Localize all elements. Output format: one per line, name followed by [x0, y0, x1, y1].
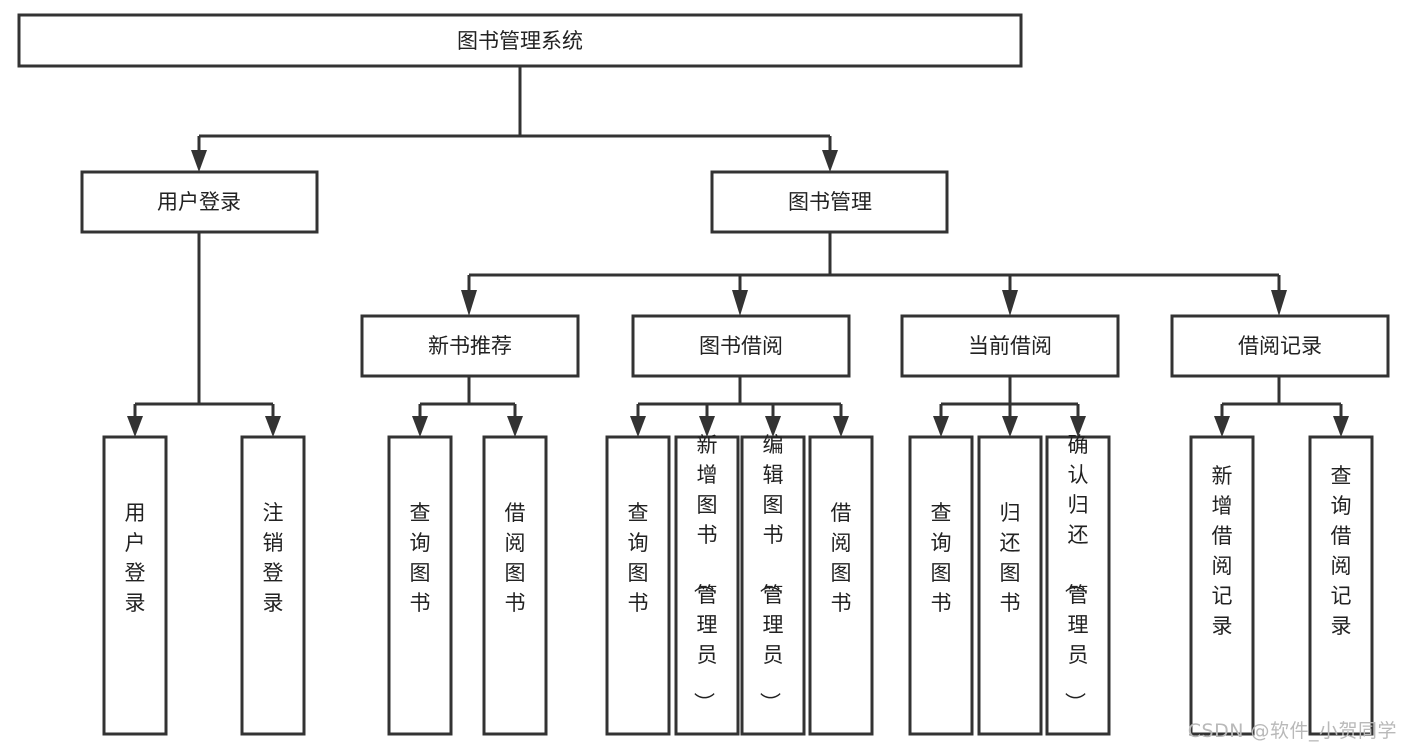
- node-leaf-borrow-book-1-box[interactable]: [482, 435, 548, 736]
- arrow-head-icon: [127, 416, 143, 437]
- node-book-management-box[interactable]: [710, 170, 949, 234]
- node-leaf-return-book-label: 归还图书: [1000, 501, 1021, 615]
- arrow-head-icon: [265, 416, 281, 437]
- node-leaf-return-book-box[interactable]: [977, 435, 1043, 736]
- arrow-head-icon: [822, 150, 838, 172]
- connectors-layer: [127, 66, 1349, 437]
- arrow-head-icon: [833, 416, 849, 437]
- node-leaf-query-book-2-box[interactable]: [605, 435, 671, 736]
- arrow-head-icon: [732, 290, 748, 316]
- node-leaf-add-book-admin-label: 新增图书（管理员）: [692, 433, 718, 713]
- watermark: CSDN @软件_小贺同学: [1187, 720, 1397, 742]
- node-leaf-logout-login[interactable]: 注销登录: [240, 435, 306, 736]
- arrow-head-icon: [507, 416, 523, 437]
- node-leaf-user-login-box[interactable]: [102, 435, 168, 736]
- arrow-head-icon: [699, 416, 715, 437]
- node-current-borrow[interactable]: 当前借阅: [900, 314, 1120, 378]
- node-book-borrow[interactable]: 图书借阅: [631, 314, 851, 378]
- node-leaf-user-login[interactable]: 用户登录: [102, 435, 168, 736]
- node-borrow-record-box[interactable]: [1170, 314, 1390, 378]
- node-leaf-edit-book-admin[interactable]: 编辑图书（管理员）: [740, 433, 806, 736]
- node-book-borrow-box[interactable]: [631, 314, 851, 378]
- arrow-head-icon: [191, 150, 207, 172]
- node-leaf-edit-book-admin-box[interactable]: [740, 435, 806, 736]
- node-leaf-query-book-3-label: 查询图书: [931, 501, 952, 615]
- node-leaf-query-book-1-label: 查询图书: [410, 501, 431, 615]
- arrow-head-icon: [412, 416, 428, 437]
- node-leaf-return-book[interactable]: 归还图书: [977, 435, 1043, 736]
- node-borrow-record[interactable]: 借阅记录: [1170, 314, 1390, 378]
- node-leaf-logout-login-label: 注销登录: [263, 501, 284, 615]
- node-leaf-add-borrow-record-label: 新增借阅记录: [1212, 464, 1233, 638]
- node-book-borrow-label: 图书借阅: [699, 334, 783, 358]
- node-leaf-borrow-book-1[interactable]: 借阅图书: [482, 435, 548, 736]
- node-new-book-recommend-label: 新书推荐: [428, 334, 512, 358]
- node-leaf-add-borrow-record[interactable]: 新增借阅记录: [1189, 435, 1255, 736]
- node-current-borrow-box[interactable]: [900, 314, 1120, 378]
- arrow-head-icon: [1002, 416, 1018, 437]
- node-leaf-query-book-1[interactable]: 查询图书: [387, 435, 453, 736]
- node-leaf-borrow-book-1-label: 借阅图书: [505, 501, 526, 615]
- node-root[interactable]: 图书管理系统: [17, 13, 1023, 68]
- node-leaf-borrow-book-2-box[interactable]: [808, 435, 874, 736]
- node-leaf-edit-book-admin-label: 编辑图书（管理员）: [758, 433, 784, 713]
- node-leaf-confirm-return-admin-box[interactable]: [1045, 435, 1111, 736]
- node-leaf-add-book-admin-box[interactable]: [674, 435, 740, 736]
- node-current-borrow-label: 当前借阅: [968, 334, 1052, 358]
- arrow-head-icon: [461, 290, 477, 316]
- node-new-book-recommend[interactable]: 新书推荐: [360, 314, 580, 378]
- arrow-head-icon: [1002, 290, 1018, 316]
- node-leaf-confirm-return-admin-label: 确认归还（管理员）: [1063, 433, 1089, 713]
- arrow-head-icon: [933, 416, 949, 437]
- node-leaf-query-borrow-record-box[interactable]: [1308, 435, 1374, 736]
- node-book-management[interactable]: 图书管理: [710, 170, 949, 234]
- node-book-management-label: 图书管理: [788, 190, 872, 214]
- node-root-box[interactable]: [17, 13, 1023, 68]
- arrow-head-icon: [1070, 416, 1086, 437]
- node-root-label: 图书管理系统: [457, 29, 583, 53]
- node-borrow-record-label: 借阅记录: [1238, 334, 1322, 358]
- arrow-head-icon: [630, 416, 646, 437]
- node-leaf-borrow-book-2-label: 借阅图书: [831, 501, 852, 615]
- node-user-login-label: 用户登录: [157, 190, 241, 214]
- node-new-book-recommend-box[interactable]: [360, 314, 580, 378]
- node-leaf-query-borrow-record[interactable]: 查询借阅记录: [1308, 435, 1374, 736]
- node-leaf-user-login-label: 用户登录: [125, 501, 146, 615]
- node-leaf-query-borrow-record-label: 查询借阅记录: [1331, 464, 1352, 638]
- arrow-head-icon: [765, 416, 781, 437]
- node-leaf-query-book-3-box[interactable]: [908, 435, 974, 736]
- node-leaf-add-book-admin[interactable]: 新增图书（管理员）: [674, 433, 740, 736]
- node-leaf-query-book-1-box[interactable]: [387, 435, 453, 736]
- arrow-head-icon: [1333, 416, 1349, 437]
- node-leaf-logout-login-box[interactable]: [240, 435, 306, 736]
- arrow-head-icon: [1271, 290, 1287, 316]
- node-leaf-add-borrow-record-box[interactable]: [1189, 435, 1255, 736]
- node-leaf-query-book-2-label: 查询图书: [628, 501, 649, 615]
- node-leaf-query-book-3[interactable]: 查询图书: [908, 435, 974, 736]
- node-user-login-box[interactable]: [80, 170, 319, 234]
- arrow-head-icon: [1214, 416, 1230, 437]
- node-leaf-borrow-book-2[interactable]: 借阅图书: [808, 435, 874, 736]
- node-leaf-confirm-return-admin[interactable]: 确认归还（管理员）: [1045, 433, 1111, 736]
- node-leaf-query-book-2[interactable]: 查询图书: [605, 435, 671, 736]
- node-user-login[interactable]: 用户登录: [80, 170, 319, 234]
